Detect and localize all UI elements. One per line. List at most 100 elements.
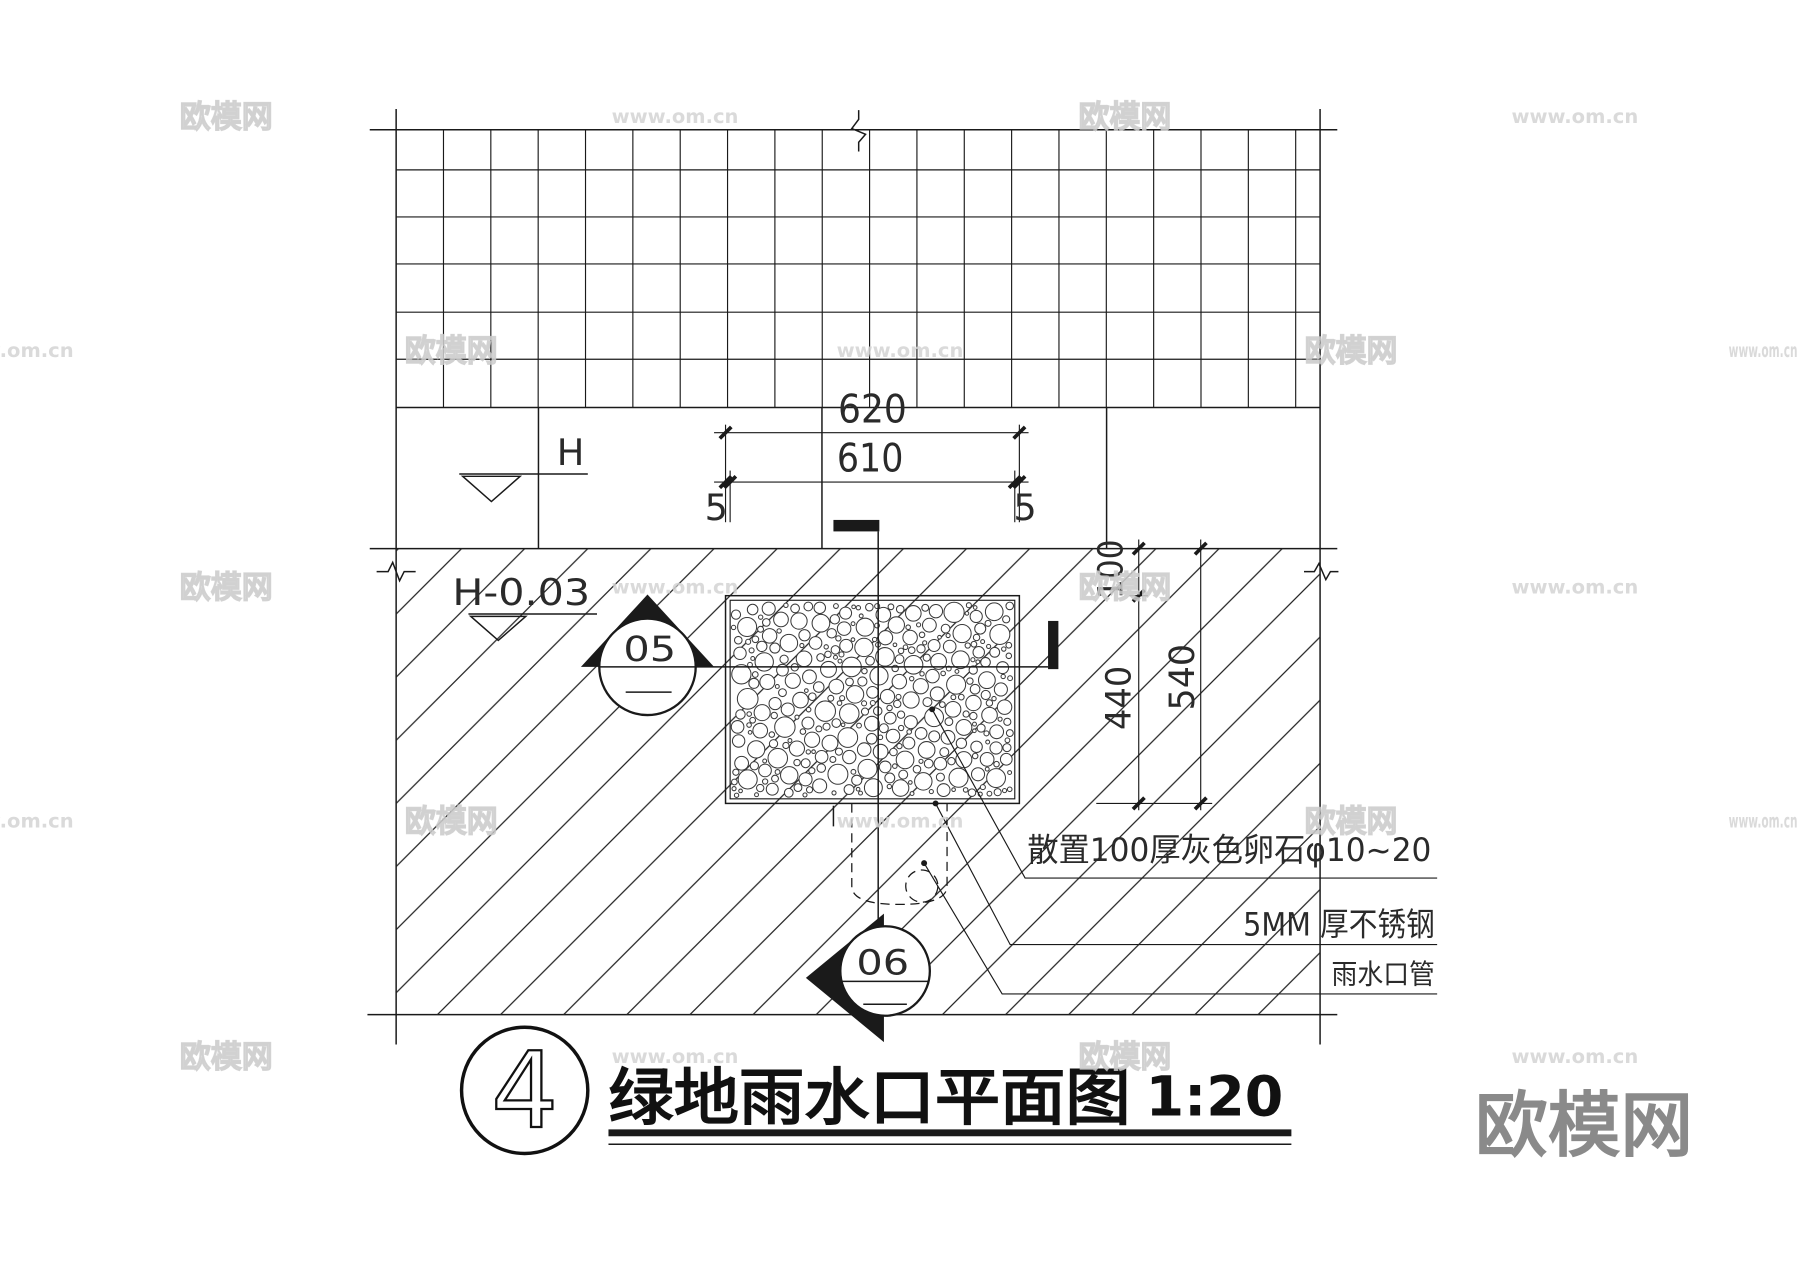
pebble [730, 609, 742, 620]
dim-tick [718, 425, 733, 440]
pebble [965, 602, 972, 609]
pebble [827, 763, 849, 785]
dim-text-top-depth: 100 [1092, 539, 1132, 599]
pebble [944, 717, 954, 727]
dim-tick [1012, 475, 1027, 490]
pebble [1001, 646, 1007, 652]
pebble [861, 700, 868, 707]
pebble [792, 691, 809, 709]
pebble [834, 747, 844, 756]
pebble [752, 722, 769, 739]
pebble [837, 727, 859, 748]
dim-text-overall-depth: 540 [1163, 644, 1203, 711]
pebble [770, 711, 778, 720]
pebble [917, 741, 936, 759]
pebble [887, 616, 905, 634]
watermark-url: www.om.cn [1511, 105, 1638, 128]
dim-tick [1193, 796, 1208, 811]
watermark-logo: 欧模网 [1079, 99, 1172, 135]
pebble [828, 678, 845, 695]
pebble [751, 671, 759, 678]
pebble [829, 755, 837, 763]
pebble [928, 730, 941, 743]
pebble [865, 733, 878, 745]
pebble [733, 635, 743, 645]
section-symbol-06[interactable]: 06 [805, 913, 931, 1043]
pebble [803, 731, 821, 748]
pebble [768, 739, 779, 749]
pebble [782, 741, 790, 750]
pebble [795, 650, 813, 668]
pebble [783, 602, 789, 609]
pebble [863, 778, 883, 798]
pebble [829, 614, 841, 625]
pebble [989, 724, 1005, 740]
pebble [902, 736, 916, 750]
pebble [826, 628, 837, 639]
pebble [977, 671, 996, 690]
pebble [814, 700, 837, 722]
section-label-05: 05 [623, 630, 676, 670]
pebble [970, 640, 978, 648]
pebble [884, 772, 896, 784]
watermark-logo: 欧模网 [1305, 334, 1398, 370]
pebble [842, 749, 857, 765]
pebble [985, 739, 991, 745]
pebble [889, 747, 898, 757]
pebble [850, 768, 857, 775]
pebble [843, 784, 855, 795]
pebble [840, 722, 846, 728]
dim-tick [1007, 475, 1022, 490]
pebble [980, 656, 991, 668]
pebble [891, 673, 908, 690]
pebble [731, 734, 746, 748]
watermark-url: www.om.cn [612, 575, 739, 598]
pebble [923, 758, 934, 769]
pebble [986, 790, 993, 797]
pebble [916, 644, 926, 654]
pebble [971, 752, 979, 760]
pebble [827, 694, 835, 702]
level-text-paving: H [557, 431, 585, 474]
pebble [907, 780, 913, 785]
pebble [970, 657, 976, 663]
pebble [871, 636, 878, 643]
dim-text-overall-width: 620 [838, 387, 907, 432]
pebble [761, 601, 776, 616]
pebble [898, 769, 909, 780]
pebble [746, 722, 752, 728]
pebble [892, 763, 898, 769]
pebble [922, 640, 928, 646]
pebble [736, 688, 759, 710]
pebble [811, 749, 816, 755]
pebble [883, 711, 897, 725]
pebble [897, 647, 905, 655]
pebble [776, 663, 789, 677]
pebble [731, 664, 752, 685]
dim-text-pebble-depth: 440 [1100, 666, 1140, 730]
level-mark-green-space: H-0.03 [452, 571, 597, 642]
pebble [984, 619, 992, 627]
leader-dot [921, 860, 928, 867]
pebble [861, 667, 868, 675]
dim-tick [718, 475, 733, 490]
watermark-logo: 欧模网 [1305, 804, 1398, 840]
pebble [976, 723, 986, 733]
pebble [989, 646, 1001, 658]
pebble [981, 706, 998, 724]
pebble [790, 603, 800, 614]
pebble [790, 612, 808, 630]
pebble [805, 706, 812, 713]
section-symbol-05[interactable]: 05 [580, 594, 715, 717]
pebble [803, 601, 814, 612]
pebble [748, 677, 760, 689]
pebble [798, 629, 811, 642]
pebble [749, 761, 759, 771]
pebble [1005, 652, 1013, 660]
pebble [927, 639, 941, 652]
pebble [947, 756, 956, 766]
pebble [767, 747, 789, 769]
pebble [993, 788, 1002, 797]
pebble [918, 631, 926, 639]
pebble [833, 654, 838, 660]
